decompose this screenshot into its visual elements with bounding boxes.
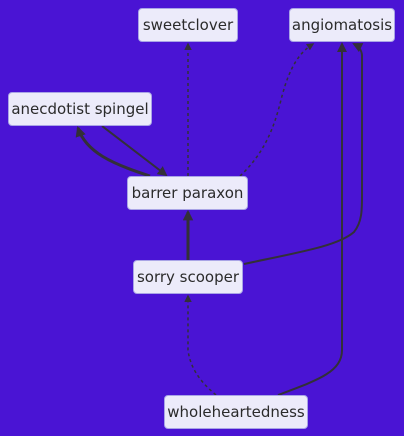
edge-sorry-scooper-to-angiomatosis <box>243 43 364 265</box>
edge-anecdotist-spingel-to-barrer-paraxon <box>101 125 168 177</box>
node-barrer-paraxon[interactable]: barrer paraxon <box>127 176 248 210</box>
node-angiomatosis[interactable]: angiomatosis <box>289 8 395 42</box>
edge-barrer-paraxon-to-angiomatosis <box>239 43 315 177</box>
edge-barrer-paraxon-to-anecdotist-spingel <box>75 126 151 178</box>
node-wholeheartedness[interactable]: wholeheartedness <box>164 395 308 429</box>
edge-wholeheartedness-to-angiomatosis <box>277 42 347 396</box>
node-sorry-scooper[interactable]: sorry scooper <box>133 260 243 294</box>
edge-wholeheartedness-to-sorry-scooper <box>184 294 217 396</box>
node-sweetclover[interactable]: sweetclover <box>138 8 238 42</box>
node-anecdotist-spingel[interactable]: anecdotist spingel <box>8 92 152 126</box>
